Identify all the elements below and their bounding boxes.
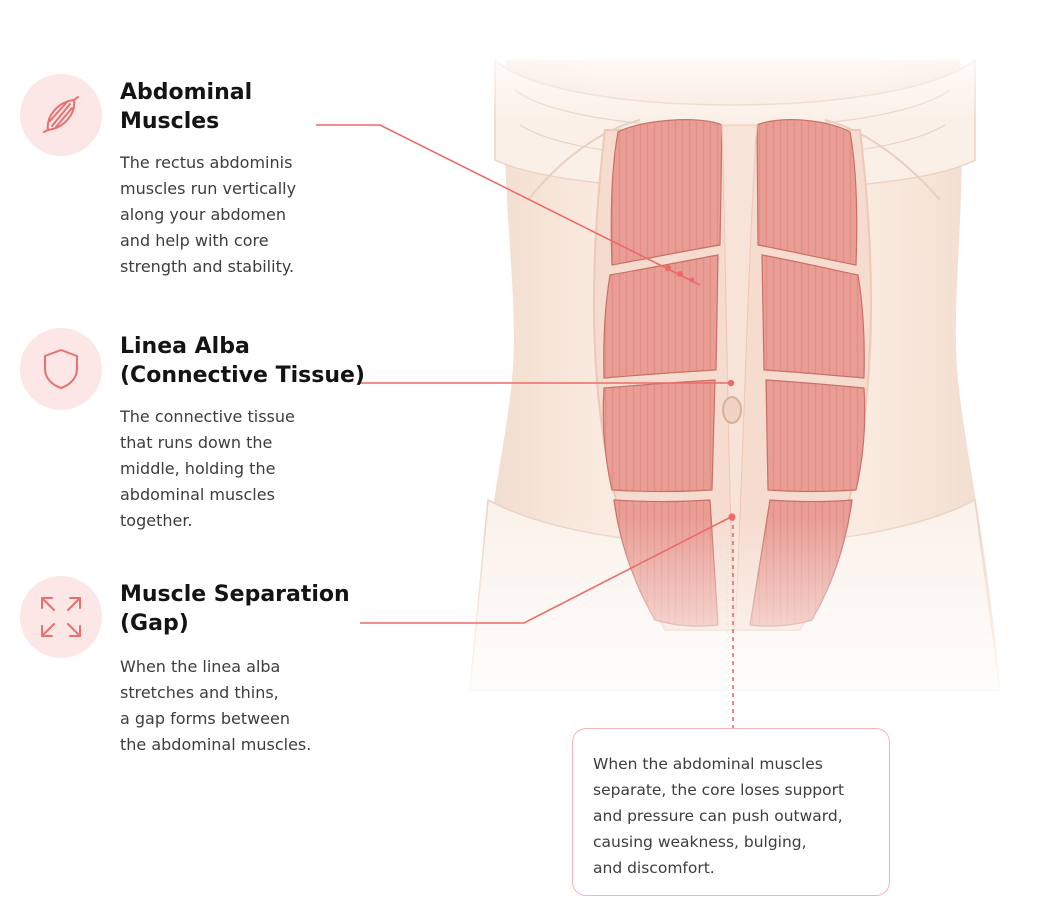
leader-line-muscles [316, 124, 701, 286]
marker-linea-alba [727, 379, 735, 387]
marker-separation [728, 513, 736, 521]
item-title: Muscle Separation(Gap) [120, 582, 350, 636]
leader-lines [316, 124, 734, 728]
item-description: The rectus abdominis muscles run vertica… [120, 153, 297, 276]
expand-arrows-icon [41, 597, 81, 637]
icon-circle [20, 328, 102, 410]
item-title: Linea Alba(Connective Tissue) [120, 334, 365, 388]
icon-circle [20, 74, 102, 156]
callout-box: When the abdominal muscles separate, the… [572, 728, 890, 896]
item-description: The connective tissue that runs down the… [120, 407, 295, 530]
icon-circle [20, 576, 102, 658]
item-description: When the linea alba stretches and thins,… [120, 657, 312, 754]
muscle-fiber-icon [43, 96, 79, 133]
marker-muscles [664, 264, 672, 272]
leader-line-separation [360, 516, 732, 624]
shield-icon [44, 349, 78, 389]
